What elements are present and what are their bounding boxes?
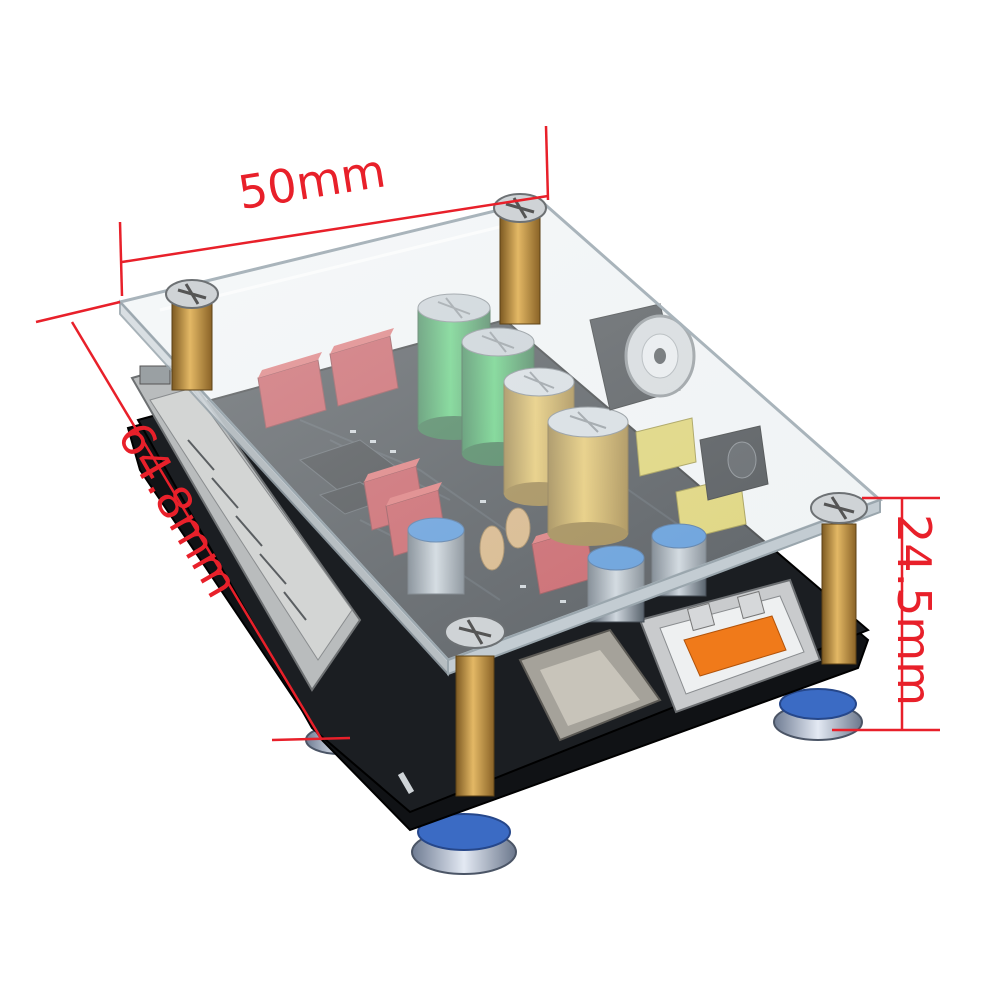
side-connector <box>130 362 362 692</box>
dimension-lines <box>35 125 940 742</box>
micro-usb-port <box>139 365 171 385</box>
usb-port <box>638 578 822 714</box>
sd-slot <box>518 628 662 742</box>
width-label: 50mm <box>234 143 389 220</box>
screw-icon <box>444 615 506 649</box>
height-label: 24.5mm <box>887 514 941 706</box>
width-extension-right <box>544 125 550 201</box>
length-extension-top <box>35 300 121 324</box>
screw-icon <box>810 492 868 524</box>
length-extension-bottom <box>271 736 351 742</box>
screw-heads <box>165 193 868 649</box>
width-dimension-line <box>121 194 549 264</box>
width-extension-left <box>118 221 124 297</box>
length-dimension-line <box>70 321 324 741</box>
acrylic-cover <box>117 198 883 677</box>
screw-icon <box>165 279 219 309</box>
screw-icon <box>493 193 547 223</box>
